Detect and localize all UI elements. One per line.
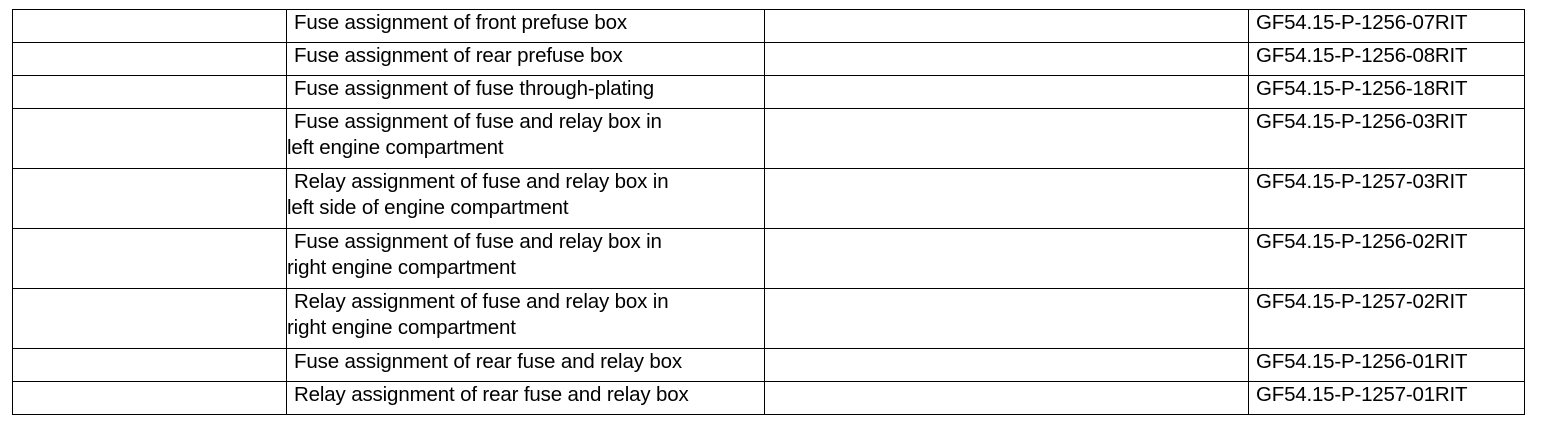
table-row: Fuse assignment of front prefuse box GF5… (12, 9, 1525, 43)
description-value: Relay assignment of rear fuse and relay … (294, 383, 689, 406)
cell-col3 (764, 381, 1249, 415)
col1-value (13, 382, 286, 390)
description-value: Fuse assignment of fuse and relay box in… (287, 230, 662, 279)
document-number-value: GF54.15-P-1256-07RIT (1256, 11, 1468, 34)
col1-value (13, 349, 286, 357)
table-body: Fuse assignment of front prefuse box GF5… (12, 9, 1525, 415)
cell-col3 (764, 228, 1249, 289)
cell-description: Fuse assignment of fuse through-plating (286, 75, 765, 109)
col1-value (13, 76, 286, 84)
cell-col1 (12, 168, 287, 229)
table-row: Fuse assignment of rear fuse and relay b… (12, 348, 1525, 382)
cell-document-number: GF54.15-P-1256-07RIT (1248, 9, 1525, 43)
description-value: Relay assignment of fuse and relay box i… (287, 290, 669, 339)
document-number-value: GF54.15-P-1256-01RIT (1256, 350, 1468, 373)
document-number-value: GF54.15-P-1257-02RIT (1256, 290, 1468, 313)
cell-col3 (764, 42, 1249, 76)
table-row: Relay assignment of fuse and relay box i… (12, 288, 1525, 349)
cell-col1 (12, 381, 287, 415)
cell-col3 (764, 348, 1249, 382)
fuse-relay-assignment-table: Fuse assignment of front prefuse box GF5… (12, 9, 1525, 415)
cell-document-number: GF54.15-P-1257-02RIT (1248, 288, 1525, 349)
cell-document-number: GF54.15-P-1256-18RIT (1248, 75, 1525, 109)
cell-document-number: GF54.15-P-1257-03RIT (1248, 168, 1525, 229)
cell-col3 (764, 75, 1249, 109)
cell-description: Fuse assignment of rear fuse and relay b… (286, 348, 765, 382)
document-number-value: GF54.15-P-1256-18RIT (1256, 77, 1468, 100)
col3-value (765, 289, 1248, 297)
cell-document-number: GF54.15-P-1257-01RIT (1248, 381, 1525, 415)
col1-value (13, 43, 286, 51)
description-value: Fuse assignment of rear prefuse box (294, 44, 623, 67)
col3-value (765, 382, 1248, 390)
cell-description: Fuse assignment of fuse and relay box in… (286, 228, 765, 289)
col3-value (765, 349, 1248, 357)
cell-col1 (12, 348, 287, 382)
table-row: Relay assignment of fuse and relay box i… (12, 168, 1525, 229)
cell-description: Relay assignment of fuse and relay box i… (286, 168, 765, 229)
col3-value (765, 10, 1248, 18)
document-number-value: GF54.15-P-1257-01RIT (1256, 383, 1468, 406)
col1-value (13, 109, 286, 117)
description-value: Fuse assignment of rear fuse and relay b… (294, 350, 682, 373)
col1-value (13, 229, 286, 237)
table-row: Fuse assignment of fuse and relay box in… (12, 108, 1525, 169)
cell-description: Relay assignment of fuse and relay box i… (286, 288, 765, 349)
cell-description: Fuse assignment of rear prefuse box (286, 42, 765, 76)
description-value: Relay assignment of fuse and relay box i… (287, 170, 669, 219)
cell-col3 (764, 168, 1249, 229)
document-number-value: GF54.15-P-1256-03RIT (1256, 110, 1468, 133)
col3-value (765, 76, 1248, 84)
cell-document-number: GF54.15-P-1256-03RIT (1248, 108, 1525, 169)
cell-col1 (12, 9, 287, 43)
table-row: Fuse assignment of rear prefuse box GF54… (12, 42, 1525, 76)
col1-value (13, 10, 286, 18)
cell-col3 (764, 9, 1249, 43)
description-value: Fuse assignment of fuse through-plating (294, 77, 654, 100)
cell-description: Fuse assignment of front prefuse box (286, 9, 765, 43)
cell-col1 (12, 288, 287, 349)
col3-value (765, 109, 1248, 117)
cell-col3 (764, 288, 1249, 349)
table-row: Fuse assignment of fuse through-plating … (12, 75, 1525, 109)
cell-document-number: GF54.15-P-1256-08RIT (1248, 42, 1525, 76)
table-row: Relay assignment of rear fuse and relay … (12, 381, 1525, 415)
cell-col1 (12, 108, 287, 169)
document-number-value: GF54.15-P-1256-02RIT (1256, 230, 1468, 253)
col1-value (13, 289, 286, 297)
document-number-value: GF54.15-P-1257-03RIT (1256, 170, 1468, 193)
col3-value (765, 229, 1248, 237)
col3-value (765, 169, 1248, 177)
table-row: Fuse assignment of fuse and relay box in… (12, 228, 1525, 289)
cell-col1 (12, 42, 287, 76)
cell-col1 (12, 75, 287, 109)
cell-description: Relay assignment of rear fuse and relay … (286, 381, 765, 415)
cell-document-number: GF54.15-P-1256-01RIT (1248, 348, 1525, 382)
cell-col1 (12, 228, 287, 289)
description-value: Fuse assignment of front prefuse box (294, 11, 628, 34)
col3-value (765, 43, 1248, 51)
cell-document-number: GF54.15-P-1256-02RIT (1248, 228, 1525, 289)
document-number-value: GF54.15-P-1256-08RIT (1256, 44, 1468, 67)
cell-description: Fuse assignment of fuse and relay box in… (286, 108, 765, 169)
col1-value (13, 169, 286, 177)
description-value: Fuse assignment of fuse and relay box in… (287, 110, 662, 159)
cell-col3 (764, 108, 1249, 169)
